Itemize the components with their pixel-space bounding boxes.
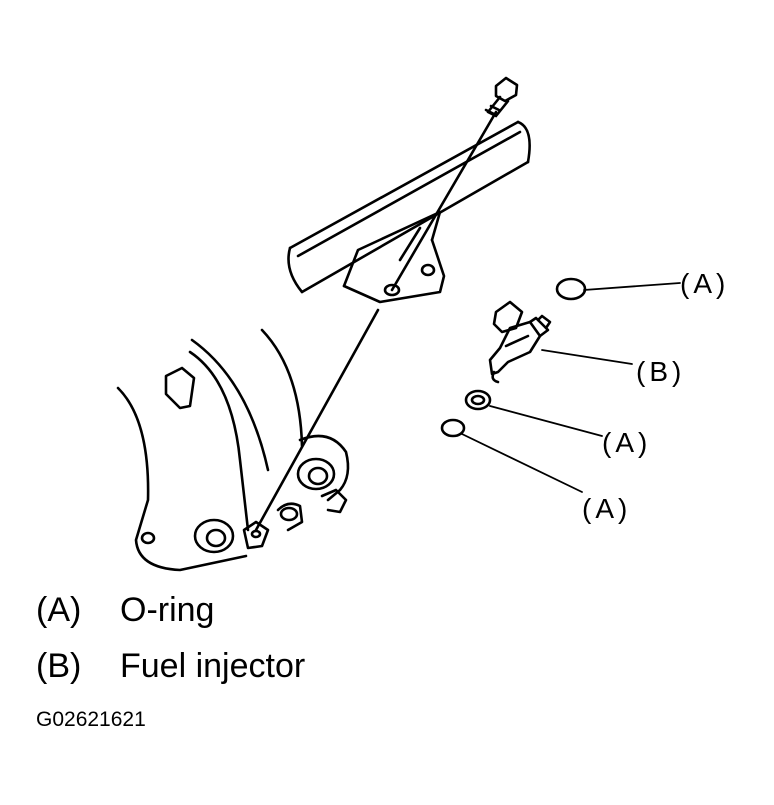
figure-id: G02621621 — [36, 708, 146, 731]
legend-item-o-ring: (A) O-ring — [36, 590, 214, 630]
o-ring-bottom-icon — [440, 418, 466, 438]
legend-label: Fuel injector — [120, 647, 306, 685]
callout-a-bottom: (A) — [582, 493, 631, 524]
legend-key: (A) — [36, 591, 82, 629]
legend-key: (B) — [36, 647, 82, 685]
o-ring-middle-icon — [464, 389, 492, 411]
callout-a-middle: (A) — [602, 427, 651, 458]
exploded-diagram: (A) (B) (A) (A) — [116, 76, 729, 572]
legend-label: O-ring — [120, 591, 215, 629]
callout-a-top: (A) — [680, 268, 729, 299]
rail-bolt-path-line — [254, 308, 380, 532]
bolt-path-line — [390, 110, 498, 292]
leader-line-b — [541, 349, 633, 365]
fuel-pipe — [287, 120, 531, 294]
fuel-injector-icon — [488, 300, 552, 384]
intake-manifold — [116, 328, 350, 572]
mounting-bracket — [342, 210, 446, 304]
leader-line-a-bottom — [461, 433, 583, 493]
o-ring-top-icon — [555, 277, 587, 301]
mounting-bolt — [484, 76, 519, 118]
leader-line-a-middle — [489, 405, 603, 437]
legend-item-fuel-injector: (B) Fuel injector — [36, 646, 305, 686]
callout-b: (B) — [636, 356, 685, 387]
leader-line-a-top — [583, 282, 681, 291]
